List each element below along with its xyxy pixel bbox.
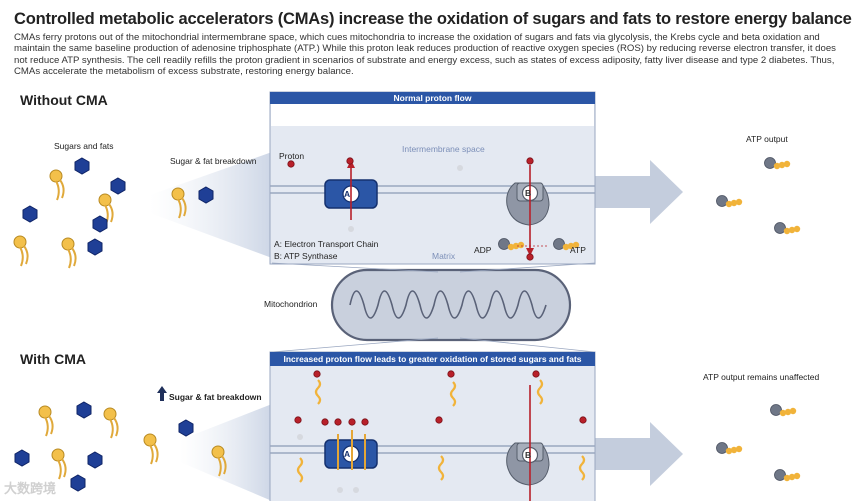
legend-a: A: Electron Transport Chain [274, 239, 379, 249]
breakdown-label-top: Sugar & fat breakdown [170, 156, 257, 166]
banner-increased-proton-flow: Increased proton flow leads to greater o… [270, 353, 595, 366]
output-arrow-top [595, 160, 683, 224]
proton-label: Proton [279, 151, 305, 161]
atp-label: ATP [570, 245, 586, 255]
mitochondrion-label: Mitochondrion [264, 299, 318, 309]
sugars-fats-label: Sugars and fats [54, 141, 114, 151]
without-cma-heading: Without CMA [20, 92, 108, 108]
output-arrow-bottom [595, 422, 683, 486]
page-title: Controlled metabolic accelerators (CMAs)… [14, 10, 852, 28]
complex-a-label-bottom: A [344, 449, 351, 459]
atp-output-label: ATP output [746, 134, 788, 144]
complex-a-label-top: A [344, 189, 351, 199]
with-cma-heading: With CMA [20, 351, 86, 367]
complex-b-label-bottom: B [525, 450, 532, 460]
matrix-label: Matrix [432, 251, 456, 261]
banner-normal-proton-flow: Normal proton flow [270, 92, 595, 104]
watermark: 大数跨境 [4, 481, 57, 496]
breakdown-label-bottom: Sugar & fat breakdown [169, 392, 262, 402]
adp-label: ADP [474, 245, 492, 255]
mitochondrion-shape [330, 268, 572, 342]
atp-output-unaffected-label: ATP output remains unaffected [703, 372, 820, 382]
intro-paragraph: CMAs ferry protons out of the mitochondr… [14, 32, 836, 78]
intermembrane-label: Intermembrane space [402, 144, 485, 154]
legend-b: B: ATP Synthase [274, 251, 338, 261]
breakdown-beam-top [150, 152, 272, 258]
complex-b-label-top: B [525, 188, 532, 198]
breakdown-beam-bottom [180, 404, 272, 501]
up-arrow-icon [157, 386, 167, 401]
